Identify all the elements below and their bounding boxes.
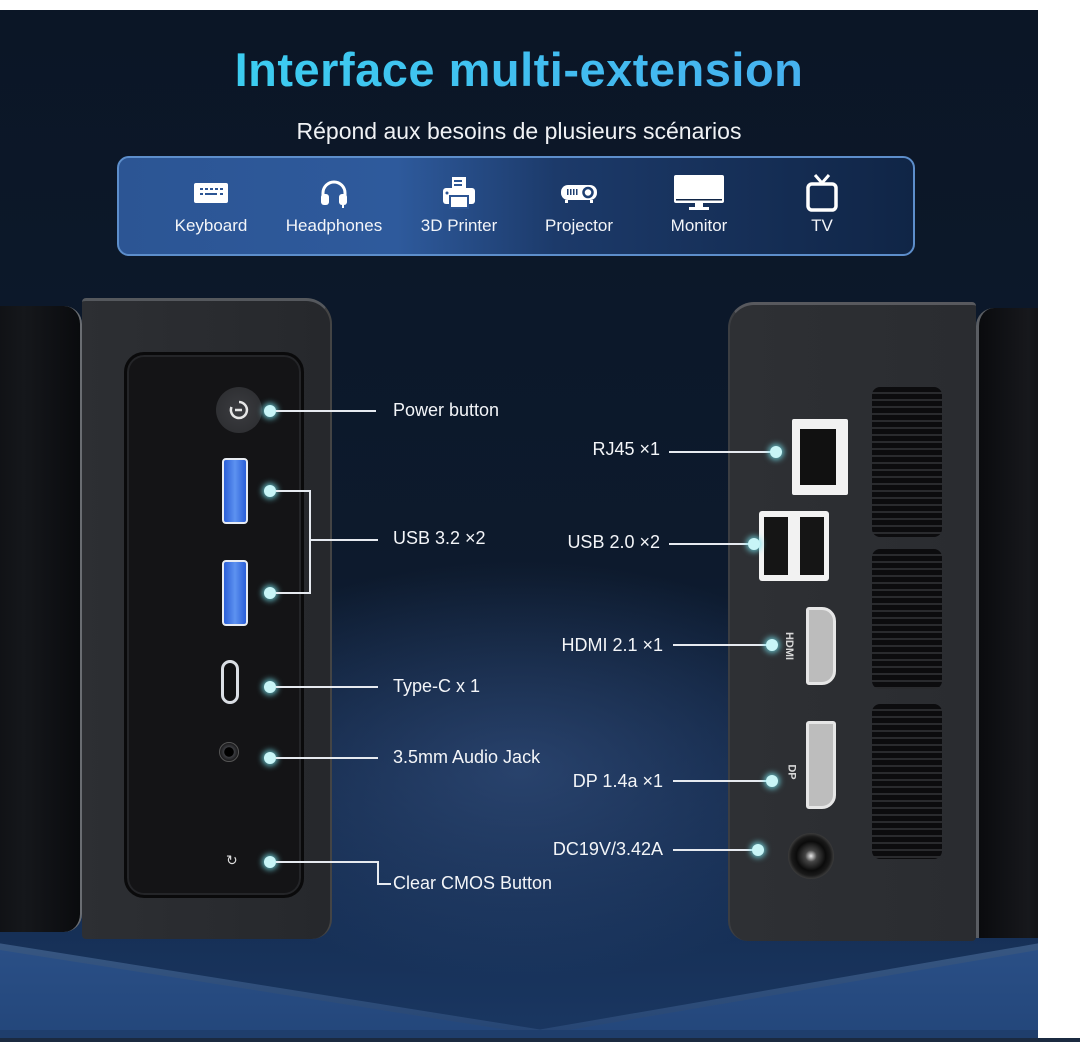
label-dp: DP 1.4a ×1 [572,771,663,791]
callout-line [276,592,310,594]
scenario-label: 3D Printer [420,216,498,235]
projector-icon [559,176,599,210]
callout-dot [264,405,276,417]
keyboard-icon [193,176,229,210]
callout-dot [748,538,760,550]
callout-line [276,686,378,688]
dc-power-jack [788,833,834,879]
callout-line [377,883,391,885]
tv-icon [805,174,839,212]
callout-line [276,861,378,863]
page-title: Interface multi-extension [0,42,1038,97]
label-power-button: Power button [393,400,500,420]
printer-icon [441,176,477,210]
scenario-label: Projector [544,216,614,235]
product-infographic: Interface multi-extension Répond aux bes… [0,10,1038,1040]
usb32-port-1 [222,458,248,524]
label-usb32: USB 3.2 ×2 [393,528,486,548]
mini-pc-rear-view [728,302,1038,941]
callout-line [377,861,379,885]
scenario-label: TV [811,216,833,235]
page-subtitle: Répond aux besoins de plusieurs scénario… [296,118,742,144]
scenario-label: Monitor [670,216,728,235]
audio-jack [219,742,239,762]
callout-dot [752,844,764,856]
scenario-label: Headphones [285,216,383,235]
scenario-keyboard: Keyboard [151,158,271,254]
scenario-bar: Keyboard Headphones 3D Printer Projecto [117,156,915,256]
callout-dot [766,639,778,651]
front-panel [124,352,304,898]
device-side [976,308,1038,938]
scenario-label: Keyboard [174,216,248,235]
callout-line [309,490,311,594]
callout-line [669,543,749,545]
vent-grille [872,549,942,689]
bottom-border [0,1038,1080,1042]
label-type-c: Type-C x 1 [393,676,481,696]
hdmi-mark: HDMI [783,631,796,661]
callout-dot [264,587,276,599]
scenario-projector: Projector [519,158,639,254]
vent-grille [872,704,942,859]
callout-dot [770,446,782,458]
callout-dot [766,775,778,787]
callout-line [673,849,753,851]
scenario-monitor: Monitor [639,158,759,254]
callout-line [276,757,378,759]
usb32-port-2 [222,560,248,626]
mini-pc-front-view [0,298,332,939]
power-button[interactable] [216,387,262,433]
label-dc-power: DC19V/3.42A [552,839,663,859]
vent-grille [872,387,942,537]
pedestal-edge [0,1030,1038,1040]
label-usb20: USB 2.0 ×2 [567,532,660,552]
label-rj45: RJ45 ×1 [592,439,660,459]
label-clear-cmos: Clear CMOS Button [393,873,553,893]
callout-line [673,780,767,782]
callout-line [276,490,310,492]
dp-mark: DP [785,764,798,780]
label-audio-jack: 3.5mm Audio Jack [393,747,541,767]
label-hdmi: HDMI 2.1 ×1 [561,635,663,655]
dp-port [806,721,836,809]
callout-dot [264,681,276,693]
hdmi-port [806,607,836,685]
headphones-icon [318,176,350,210]
callout-line [310,539,378,541]
callout-dot [264,485,276,497]
device-side [0,306,82,932]
callout-line [276,410,376,412]
usb20-ports [759,511,829,581]
power-icon [229,400,249,420]
scenario-tv: TV [762,158,882,254]
rj45-port [792,419,848,495]
callout-line [669,451,771,453]
callout-dot [264,752,276,764]
callout-dot [264,856,276,868]
monitor-icon [673,175,725,210]
type-c-port [221,660,239,704]
scenario-3d-printer: 3D Printer [399,158,519,254]
cmos-reset-icon: ↻ [226,852,238,868]
scenario-headphones: Headphones [274,158,394,254]
callout-line [673,644,767,646]
